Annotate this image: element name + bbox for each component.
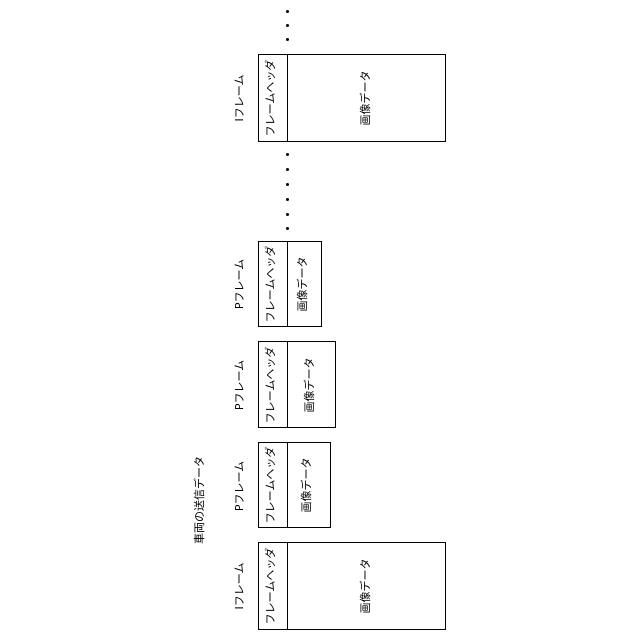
frame-box <box>258 54 446 142</box>
frame-type-label: Pフレーム <box>234 355 248 415</box>
frame-type-label: Pフレーム <box>234 456 248 516</box>
image-data-label: 画像データ <box>304 350 318 420</box>
frame-box <box>258 542 446 630</box>
frame-header-label: フレームヘッダ <box>265 58 279 138</box>
image-data-label: 画像データ <box>297 249 311 319</box>
image-data-label: 画像データ <box>301 450 315 520</box>
image-data-label: 画像データ <box>360 63 374 133</box>
frame-type-label: Iフレーム <box>234 556 248 616</box>
image-data-label: 画像データ <box>360 551 374 621</box>
frame-header-label: フレームヘッダ <box>265 244 279 324</box>
frame-type-label: Pフレーム <box>234 254 248 314</box>
frame-header-label: フレームヘッダ <box>265 445 279 525</box>
frame-header-label: フレームヘッダ <box>265 345 279 425</box>
diagram-caption: 車両の送信データ <box>194 440 208 560</box>
frame-type-label: Iフレーム <box>234 68 248 128</box>
frame-header-label: フレームヘッダ <box>265 546 279 626</box>
